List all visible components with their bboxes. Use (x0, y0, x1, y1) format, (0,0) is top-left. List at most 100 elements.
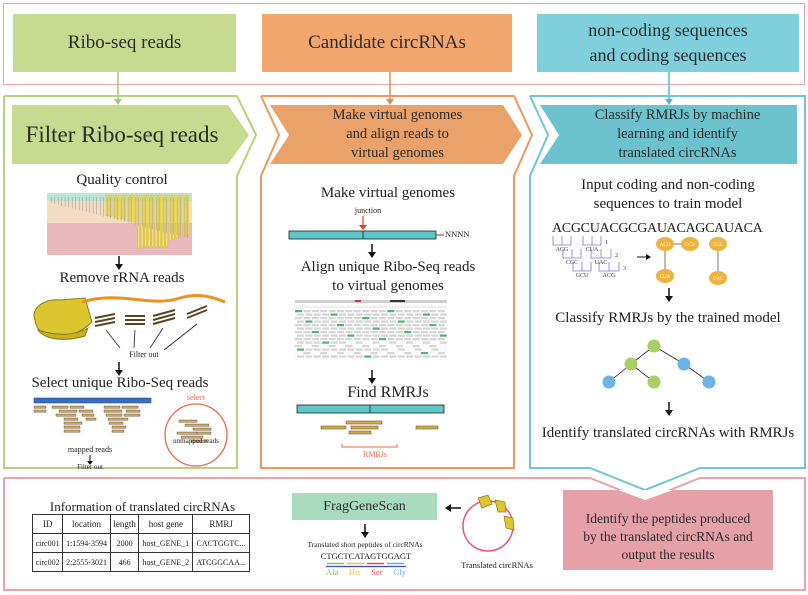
unmapped-reads-circle (164, 403, 228, 467)
igv-read (345, 310, 353, 313)
igv-read (364, 327, 372, 330)
igv-read (295, 324, 302, 327)
igv-read (395, 331, 403, 334)
cell-id: circ001 (31, 533, 64, 553)
igv-read (429, 345, 437, 348)
igv-read (328, 338, 336, 341)
cell-location: 2:2555-3021 (62, 552, 111, 572)
igv-read (364, 348, 372, 351)
igv-read (431, 355, 439, 358)
graph-node-label: CGC (713, 243, 724, 248)
panel-2-outline (260, 95, 534, 469)
igv-read (320, 331, 328, 334)
igv-read (355, 355, 363, 358)
igv-read (404, 338, 412, 341)
unmapped-reads-label: unmapped reads (173, 437, 219, 445)
igv-read (379, 331, 386, 334)
igv-read (429, 317, 437, 320)
igv-read (337, 317, 344, 320)
igv-read (328, 317, 336, 320)
igv-read (328, 310, 336, 313)
igv-read (404, 310, 412, 313)
kmer-bracket (590, 249, 612, 259)
igv-read (370, 331, 378, 334)
igv-read (345, 324, 353, 327)
igv-read (406, 320, 414, 323)
select-unique-label: Select unique Ribo-Seq reads (31, 375, 209, 391)
igv-read-highlight (297, 348, 304, 351)
igv-read (330, 348, 338, 351)
panel-1-outline (3, 95, 258, 469)
igv-read (353, 331, 361, 334)
arrow-down-icon (368, 370, 376, 384)
igv-read (364, 320, 372, 323)
igv-read (313, 313, 321, 316)
igv-read (414, 334, 422, 337)
igv-read (414, 320, 422, 323)
peptide-sequence: CTGCTCATAGTGGAGT (320, 551, 412, 561)
igv-read (303, 324, 311, 327)
graph-node (709, 237, 727, 251)
igv-read (313, 327, 321, 330)
nnnn-label: NNNN (445, 229, 470, 239)
translated-circrnas-label: Translated circRNAs (461, 560, 533, 570)
rmrj-read (350, 425, 379, 430)
igv-read (431, 327, 439, 330)
igv-read (297, 327, 304, 330)
tree-node-blue (702, 375, 716, 389)
igv-read (297, 355, 304, 358)
igv-read (303, 338, 311, 341)
igv-read (362, 310, 370, 313)
mapped-read (107, 417, 129, 421)
make-virtual-genomes-label: Make virtual genomes (320, 185, 456, 201)
igv-read (303, 352, 311, 355)
arrow-down-icon (665, 288, 673, 302)
input-ribo-seq-reads: Ribo-seq reads (13, 14, 236, 72)
igv-read (381, 320, 388, 323)
mrna-strand (81, 294, 226, 304)
graph-node (656, 269, 674, 283)
kmer-bracket (562, 249, 582, 259)
igv-read (347, 327, 355, 330)
alignment-viewer-screenshot (295, 300, 447, 360)
panel-3-outline (529, 95, 806, 492)
col-location: location (62, 514, 111, 534)
igv-read (339, 334, 346, 337)
igv-read (353, 352, 361, 355)
igv-read (423, 327, 430, 330)
igv-read (330, 320, 338, 323)
igv-read (303, 317, 311, 320)
igv-read (339, 320, 346, 323)
igv-read (414, 348, 422, 351)
igv-read (381, 334, 388, 337)
table-header-row: ID location length host gene RMRJ (31, 514, 250, 534)
igv-read (305, 341, 313, 344)
igv-read (353, 310, 361, 313)
igv-read (423, 341, 430, 344)
igv-read (353, 338, 361, 341)
kmer-level: 2 (615, 253, 618, 259)
quality-control-label: Quality control (76, 172, 168, 188)
igv-read-highlight (364, 355, 372, 358)
igv-read (345, 317, 353, 320)
rmrj-diagram (296, 404, 445, 448)
igv-read (439, 341, 447, 344)
igv-read (313, 348, 321, 351)
igv-read (313, 320, 321, 323)
igv-read (397, 348, 405, 351)
igv-read (372, 341, 380, 344)
igv-read (313, 334, 321, 337)
igv-read (372, 355, 380, 358)
ribosome-illustration (33, 294, 226, 351)
col-length: length (109, 514, 140, 534)
tree-node-green (624, 357, 638, 371)
identify-label: Identify translated circRNAs with RMRJs (541, 425, 795, 441)
igv-read (379, 310, 386, 313)
igv-read (404, 317, 412, 320)
igv-read-highlight (429, 324, 437, 327)
align-reads-label: Align unique Ribo-Seq reads to virtual g… (300, 259, 476, 294)
kmer-label: GCU (576, 273, 589, 279)
kmer-bracket (582, 236, 602, 246)
cell-length: 466 (109, 552, 140, 572)
